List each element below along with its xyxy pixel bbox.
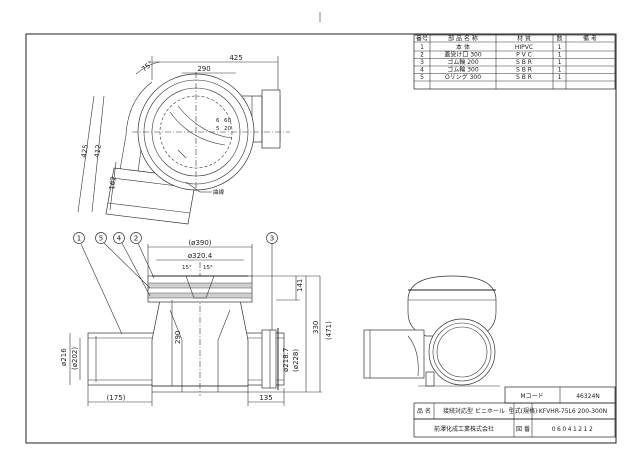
svg-text:1: 1 (558, 74, 562, 81)
table-header-note: 備 考 (583, 35, 597, 43)
table-header-material: 材 質 (517, 35, 531, 43)
angle-right: 15° (203, 265, 213, 271)
dim-216: ø216 (60, 348, 68, 366)
svg-text:5: 5 (420, 74, 424, 81)
company-name: 前澤化成工業株式会社 (434, 425, 494, 433)
balloon-2: 2 (130, 232, 155, 279)
svg-text:3: 3 (270, 235, 274, 243)
title-block: Mコード 46324N 品 名 接続対応型 ビニホール 型式(規格) KFVHR… (413, 386, 616, 438)
dim-330: 330 (312, 321, 320, 334)
svg-text:ゴム輪 300: ゴム輪 300 (447, 66, 479, 74)
svg-text:蓋受け口 300: 蓋受け口 300 (444, 51, 482, 59)
dim-471: (471) (325, 321, 333, 340)
angle-75: 75° (140, 59, 155, 73)
svg-text:S B R: S B R (516, 59, 532, 66)
table-row: 2 蓋受け口 300 P V C 1 (420, 51, 562, 59)
svg-text:4: 4 (420, 67, 424, 74)
svg-text:S B R: S B R (516, 67, 532, 74)
drawing-frame (25, 33, 617, 444)
dim-135: 135 (259, 394, 272, 402)
balloon-1: 1 (73, 232, 123, 335)
parts-table: 番号 部 品 名 称 材 質 数 備 考 1 本 体 HIPVC 1 2 蓋受け… (413, 35, 616, 90)
svg-text:5: 5 (99, 235, 103, 243)
table-row: 5 Oリング 300 S B R 1 (420, 73, 562, 81)
dim-162: 162 (108, 176, 118, 190)
dim-218-7: ø218.7 (282, 348, 290, 372)
table-row: 1 本 体 HIPVC 1 (420, 43, 562, 51)
svg-text:3: 3 (420, 59, 424, 66)
dim-175: (175) (107, 394, 126, 402)
table-header-no: 番号 (416, 36, 428, 43)
dim-390: (ø390) (188, 239, 211, 247)
svg-text:Oリング 300: Oリング 300 (445, 73, 481, 81)
dim-141: 141 (296, 279, 304, 292)
svg-text:ゴム輪 200: ゴム輪 200 (447, 58, 479, 66)
dim-6: 6 (216, 118, 220, 124)
dim-228: (ø228) (292, 349, 300, 372)
drawing-no-value: 06041212 (552, 426, 595, 433)
table-header-name: 部 品 名 称 (448, 35, 478, 43)
svg-text:1: 1 (558, 59, 562, 66)
model-value: KFVHR-75L6 200-300N (539, 408, 607, 415)
plan-view: 425 290 75° 425 412 162 6 5 60 20 曲線 (77, 54, 290, 225)
svg-text:1: 1 (420, 44, 424, 51)
table-row: 4 ゴム輪 300 S B R 1 (420, 66, 562, 74)
label-curve: 曲線 (213, 188, 225, 196)
dim-425: 425 (229, 54, 242, 62)
svg-text:P V C: P V C (516, 52, 532, 59)
product-name-value: 接続対応型 ビニホール (443, 407, 505, 415)
svg-text:本 体: 本 体 (456, 43, 470, 51)
angle-left: 15° (182, 265, 192, 271)
product-name-label: 品 名 (417, 407, 431, 415)
svg-text:2: 2 (420, 52, 424, 59)
dim-425-vertical: 425 (80, 144, 90, 158)
svg-text:1: 1 (558, 67, 562, 74)
svg-text:HIPVC: HIPVC (515, 44, 533, 51)
dim-5: 5 (216, 126, 220, 132)
side-view (363, 275, 500, 387)
svg-text:4: 4 (117, 235, 122, 243)
svg-text:1: 1 (558, 44, 562, 51)
dim-290-vertical: 290 (174, 331, 182, 344)
table-header-qty: 数 (556, 35, 562, 43)
model-label: 型式(規格) (509, 407, 538, 415)
svg-text:2: 2 (134, 235, 138, 243)
dim-290: 290 (197, 65, 210, 73)
dim-20: 20 (224, 126, 231, 132)
front-view: (ø390) ø320.4 15° 15° 141 330 (471) 290 … (60, 232, 333, 406)
balloon-4: 4 (113, 232, 151, 297)
balloon-3: 3 (266, 232, 278, 330)
m-code-value: 46324N (576, 393, 600, 400)
dim-320: ø320.4 (188, 252, 213, 260)
table-row: 3 ゴム輪 200 S B R 1 (420, 58, 562, 66)
svg-text:S B R: S B R (516, 74, 532, 81)
drawing-no-label: 図 番 (516, 426, 530, 433)
balloon-5: 5 (95, 232, 151, 289)
dim-60: 60 (224, 118, 231, 124)
svg-text:1: 1 (77, 235, 81, 243)
m-code-label: Mコード (520, 393, 543, 400)
svg-text:1: 1 (558, 52, 562, 59)
dim-412: 412 (93, 144, 103, 158)
dim-202: (ø202) (71, 347, 79, 370)
